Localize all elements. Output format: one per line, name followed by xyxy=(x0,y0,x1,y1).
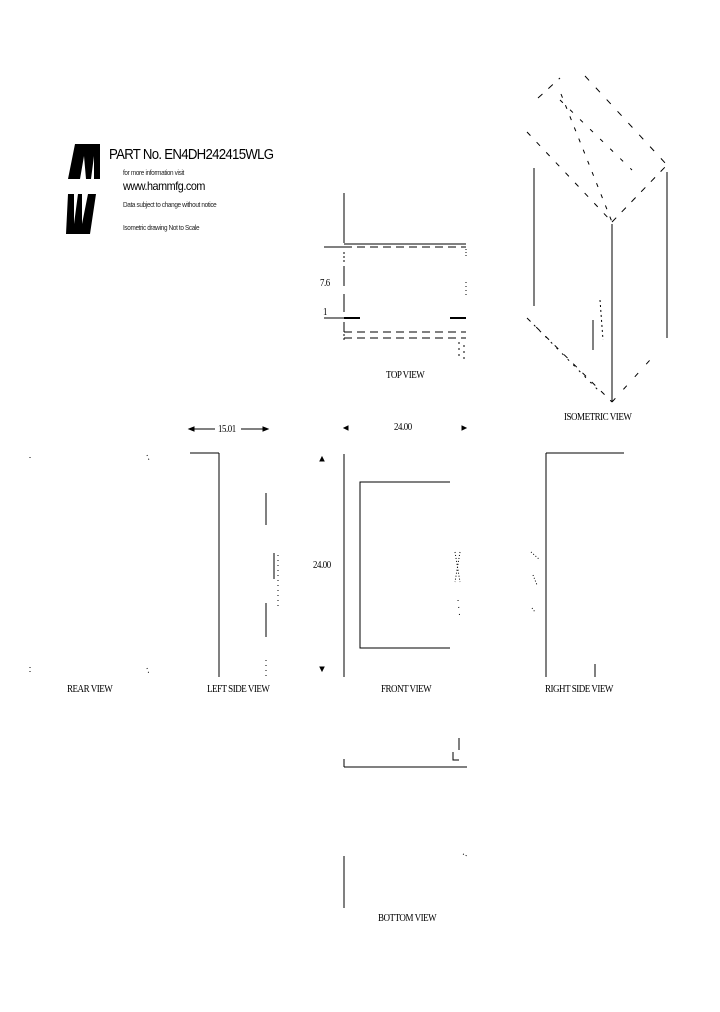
dimension-lines xyxy=(187,425,468,673)
front-view-drawing xyxy=(343,454,461,677)
front-width-dim: 24.00 xyxy=(394,421,412,433)
right-side-view-label: RIGHT SIDE VIEW xyxy=(545,683,613,695)
website-link[interactable]: www.hammfg.com xyxy=(123,179,205,193)
part-number: PART No. EN4DH242415WLG xyxy=(109,146,274,163)
top-view-dim-height: 7.6 xyxy=(320,277,330,289)
info-line: for more information visit xyxy=(123,168,184,177)
top-view-label: TOP VIEW xyxy=(386,369,425,381)
bottom-view-drawing xyxy=(343,738,468,908)
isometric-view-label: ISOMETRIC VIEW xyxy=(564,411,632,423)
bottom-view-label: BOTTOM VIEW xyxy=(378,912,437,924)
rear-view-drawing xyxy=(29,454,150,675)
left-side-view-label: LEFT SIDE VIEW xyxy=(207,683,270,695)
change-notice: Data subject to change without notice xyxy=(123,200,217,209)
front-height-dim: 24.00 xyxy=(313,559,331,571)
top-view-dim-offset: 1 xyxy=(323,306,327,318)
scale-note: Isometric drawing Not to Scale xyxy=(123,223,200,232)
right-side-view-drawing xyxy=(530,452,624,677)
isometric-view-drawing xyxy=(526,75,668,403)
left-side-width-dim: 15.01 xyxy=(218,423,236,435)
top-view-drawing xyxy=(324,193,467,362)
left-side-view-drawing xyxy=(190,452,279,677)
hammond-logo-icon xyxy=(66,144,102,236)
rear-view-label: REAR VIEW xyxy=(67,683,113,695)
front-view-label: FRONT VIEW xyxy=(381,683,432,695)
